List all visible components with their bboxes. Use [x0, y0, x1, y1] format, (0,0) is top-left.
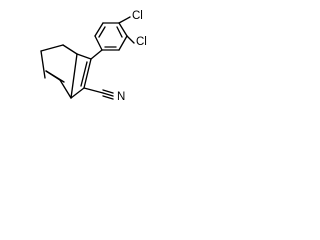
- bond-aryl-to-cl-bottom: [126, 35, 135, 44]
- aryl-inner-double-1: [98, 26, 106, 38]
- bond-cyano-triple-3: [102, 95, 114, 100]
- dichlorophenyl-ring: [90, 22, 128, 60]
- aryl-bond-2: [94, 22, 104, 37]
- molecule-structure-diagram: N Cl Cl: [40, 10, 147, 103]
- bond-alkene-to-aryl: [90, 49, 103, 60]
- bond-cyano-triple-1: [102, 89, 114, 94]
- aryl-bond-5: [118, 35, 128, 51]
- bond-c2-to-bridgehead-bottom: [40, 50, 46, 79]
- bond-c2-to-bridge: [45, 70, 65, 83]
- bond-bridge-top-to-bottom: [70, 53, 78, 99]
- bond-bridgehead-bottom-to-alkene-right: [70, 87, 85, 99]
- bond-alkene-single: [83, 58, 92, 89]
- bond-bridgehead-top-to-alkene-left: [76, 53, 92, 60]
- bond-c1-to-c2: [40, 44, 64, 52]
- bond-bridgehead-top-to-c1: [62, 44, 78, 55]
- aryl-bond-4: [118, 22, 128, 37]
- bond-alkene-to-cyano-carbon: [83, 87, 104, 94]
- atom-label-cl-bottom: Cl: [136, 36, 147, 48]
- bond-c4-to-bridgehead-bottom: [59, 79, 72, 99]
- cyano-group: N: [83, 87, 125, 103]
- aryl-bond-1: [94, 35, 103, 51]
- chlorine-substituents: Cl Cl: [118, 10, 147, 48]
- bicyclic-cage: [40, 44, 92, 99]
- bond-cyano-triple-2: [102, 92, 114, 97]
- bond-aryl-to-cl-top: [118, 16, 131, 24]
- atom-label-nitrogen: N: [117, 91, 125, 103]
- aryl-inner-double-2: [116, 26, 123, 38]
- bond-alkene-double: [80, 61, 88, 87]
- atom-label-cl-top: Cl: [132, 10, 143, 22]
